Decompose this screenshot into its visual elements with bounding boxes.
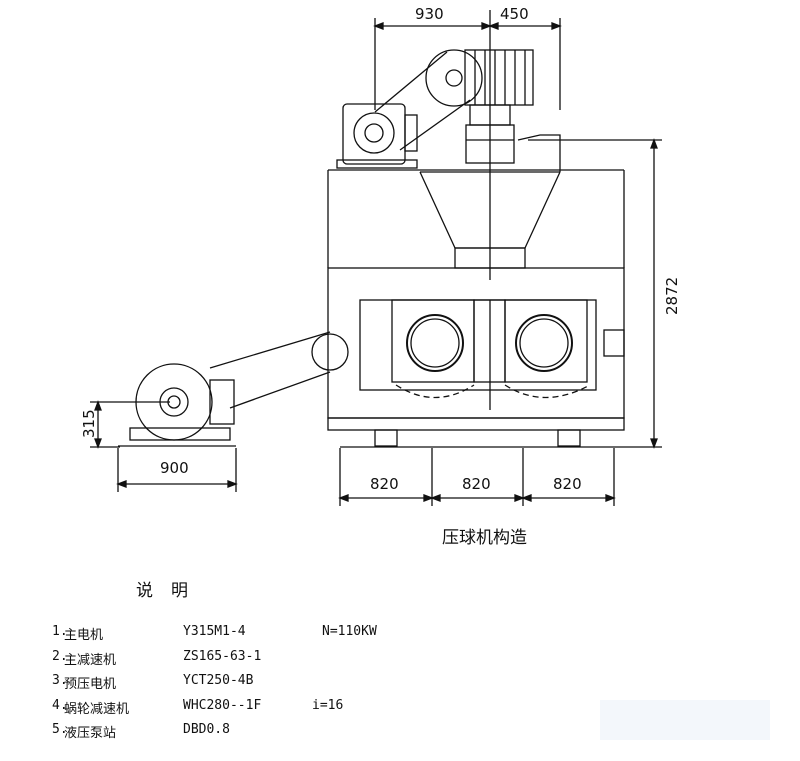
dim-820-c: 820 (553, 475, 582, 493)
motor-height-dimension: 315 (80, 400, 170, 449)
legend-item: 3. 预压电机 YCT250-4B (52, 673, 612, 698)
legend-title: 说明 (136, 581, 206, 601)
machine-feet (340, 429, 614, 448)
legend-item-model: ZS165-63-1 (183, 648, 262, 664)
legend-item-model: WHC280--1F (183, 697, 262, 713)
legend-item-spec: N=110KW (322, 624, 377, 639)
watermark-stamp (600, 700, 770, 740)
legend-item-model: YCT250-4B (183, 673, 254, 688)
legend-item: 5. 液压泵站 DBD0.8 (52, 722, 612, 747)
legend-item-name: 主减速机 (64, 652, 117, 668)
legend-item-model: Y315M1-4 (183, 624, 246, 639)
main-motor (118, 363, 236, 447)
legend-item-name: 预压电机 (64, 677, 117, 692)
worm-gear-reducer (425, 49, 534, 164)
legend-item: 4. 蜗轮减速机 WHC280--1F i=16 (52, 698, 612, 723)
legend-item-name: 主电机 (64, 628, 104, 643)
legend-item-number: 1. (52, 624, 68, 639)
legend-item-name: 蜗轮减速机 (64, 701, 130, 717)
belt-drive-top (374, 51, 471, 151)
base-dimension: 900 (116, 448, 238, 492)
pre-press-motor (336, 103, 418, 169)
dim-820-a: 820 (370, 475, 399, 493)
legend-item: 1. 主电机 Y315M1-4 N=110KW (52, 624, 612, 649)
main-reducer-link (209, 331, 349, 409)
legend-item-number: 2. (52, 648, 68, 664)
legend-item: 2. 主减速机 ZS165-63-1 (52, 649, 612, 674)
drawing-caption: 压球机构造 (442, 528, 527, 548)
dim-2872: 2872 (663, 277, 681, 315)
legend-item-number: 5. (52, 722, 68, 737)
main-frame (327, 267, 625, 431)
legend-item-name: 液压泵站 (64, 726, 117, 741)
dim-900: 900 (160, 459, 189, 477)
legend-item-spec: i=16 (312, 697, 344, 713)
dim-315: 315 (80, 409, 98, 438)
dim-820-b: 820 (462, 475, 491, 493)
top-dimension: 930 450 (373, 5, 562, 280)
hopper (327, 134, 625, 269)
legend-item-number: 3. (52, 673, 68, 688)
height-dimension: 2872 (528, 138, 681, 449)
dim-450: 450 (500, 5, 529, 23)
legend-item-number: 4. (52, 697, 68, 713)
machine-drawing: 930 450 (80, 5, 681, 506)
legend-item-model: DBD0.8 (183, 722, 230, 737)
pitch-dimension: 820 820 820 (338, 448, 616, 506)
dim-930: 930 (415, 5, 444, 23)
parts-legend: 1. 主电机 Y315M1-4 N=110KW 2. 主减速机 ZS165-63… (52, 624, 612, 747)
